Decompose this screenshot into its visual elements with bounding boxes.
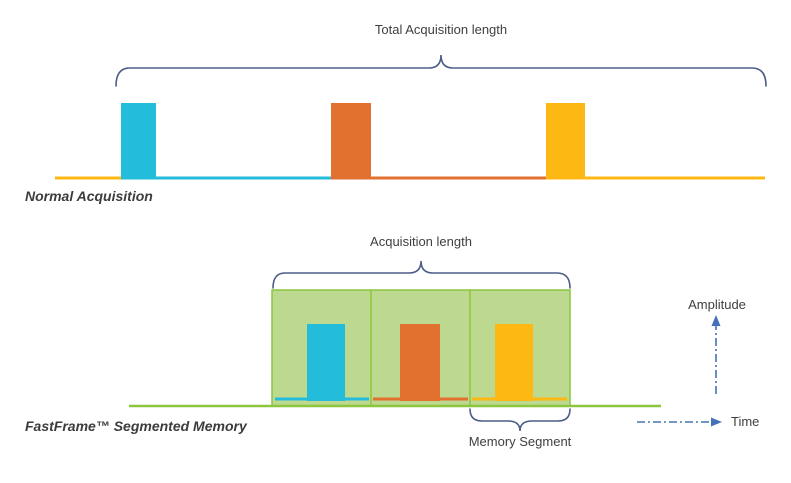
segment-pulse-yellow: [495, 324, 533, 401]
acquisition-length-brace: [272, 260, 571, 289]
time-axis-label: Time: [731, 414, 760, 429]
segment-pulse-orange: [400, 324, 440, 401]
normal-pulse-yellow: [546, 103, 585, 179]
amplitude-axis-arrowhead: [711, 315, 721, 326]
normal-acquisition-caption: Normal Acquisition: [25, 188, 153, 204]
acquisition-length-label: Acquisition length: [370, 234, 472, 249]
fastframe-caption: FastFrame™ Segmented Memory: [25, 418, 247, 434]
total-acquisition-brace: [115, 54, 767, 87]
memory-segment-brace: [469, 408, 571, 432]
normal-pulse-orange: [331, 103, 371, 179]
amplitude-axis-label: Amplitude: [688, 297, 746, 312]
segment-pulse-cyan: [307, 324, 345, 401]
time-axis-arrowhead: [711, 417, 722, 427]
total-acquisition-length-label: Total Acquisition length: [374, 22, 508, 37]
normal-pulse-cyan: [121, 103, 156, 179]
memory-segment-label: Memory Segment: [468, 434, 572, 449]
